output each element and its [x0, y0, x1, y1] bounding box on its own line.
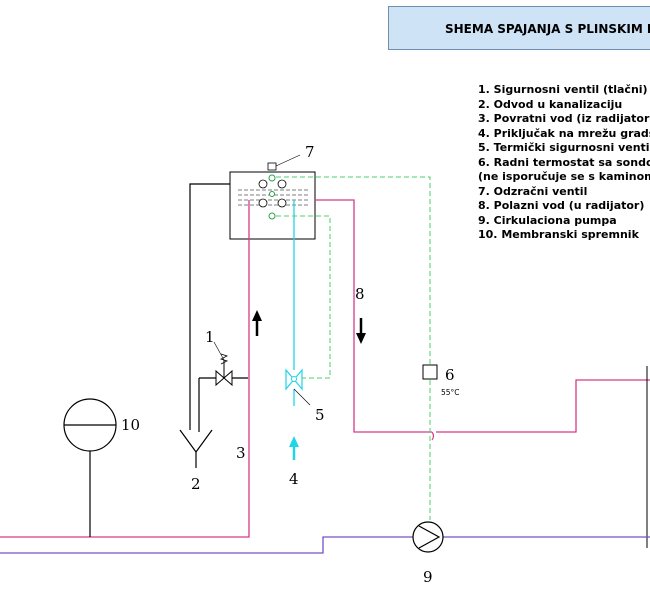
pump-symbol-icon [418, 525, 441, 549]
supply-pipe [436, 379, 650, 433]
sensor-port [268, 212, 276, 220]
legend-item: 4. Priključak na mrežu grads [478, 126, 650, 140]
drain-funnel [179, 429, 213, 454]
legend-item: 3. Povratni vod (iz radijator [478, 112, 650, 125]
label-5: 5 [315, 406, 325, 424]
legend-item: 9. Cirkulaciona pumpa [478, 213, 617, 227]
legend: 1. Sigurnosni ventil (tlačni) 2. Odvod u… [478, 83, 650, 243]
air-vent [267, 162, 277, 171]
label-2: 2 [191, 475, 201, 493]
sensor-port [268, 174, 276, 182]
connection-circle [258, 179, 268, 189]
temperature-label: 55°C [441, 388, 460, 397]
legend-item: 2. Odvod u kanalizaciju [478, 97, 623, 111]
safety-valve-spring [219, 353, 229, 365]
flow-arrow-up-icon [289, 436, 299, 447]
sensor-port [269, 191, 275, 197]
drain-pipe [189, 183, 230, 430]
leader-line [275, 154, 301, 167]
sensor-line [276, 176, 431, 365]
connection-circle [258, 198, 268, 208]
exchanger-box [229, 171, 316, 240]
label-8: 8 [355, 285, 365, 303]
label-10: 10 [121, 416, 140, 434]
legend-item: 5. Termički sigurnosni ventil [478, 141, 650, 154]
supply-pipe [431, 431, 435, 441]
circulation-pump [412, 521, 444, 553]
flow-arrow-up-icon [252, 310, 262, 321]
thermal-safety-valve [291, 376, 297, 382]
thermostat [422, 364, 438, 380]
flow-arrow-down-icon [356, 333, 366, 344]
label-3: 3 [236, 444, 246, 462]
label-7: 7 [305, 143, 315, 161]
leader-line [293, 388, 311, 406]
leader-line [213, 341, 225, 361]
legend-item: 7. Odzračni ventil [478, 184, 588, 198]
label-1: 1 [205, 328, 215, 346]
title-box: SHEMA SPAJANJA S PLINSKIM K [388, 6, 650, 50]
supply-pipe [315, 199, 432, 433]
sensor-line [276, 215, 331, 379]
legend-item: 10. Membranski spremnik [478, 228, 639, 241]
legend-item: 1. Sigurnosni ventil (tlačni) [478, 83, 648, 96]
legend-item: (ne isporučuje se s kaminom [478, 170, 650, 183]
connection-circle [277, 179, 287, 189]
label-6: 6 [445, 366, 455, 384]
legend-item: 8. Polazni vod (u radijator) [478, 199, 645, 212]
return-pipe [0, 200, 250, 538]
diagram-title: SHEMA SPAJANJA S PLINSKIM K [445, 22, 650, 36]
connection-circle [277, 198, 287, 208]
legend-item: 6. Radni termostat sa sondo [478, 155, 650, 169]
return-pipe-lower [0, 536, 413, 554]
label-9: 9 [423, 568, 433, 586]
label-4: 4 [289, 470, 299, 488]
